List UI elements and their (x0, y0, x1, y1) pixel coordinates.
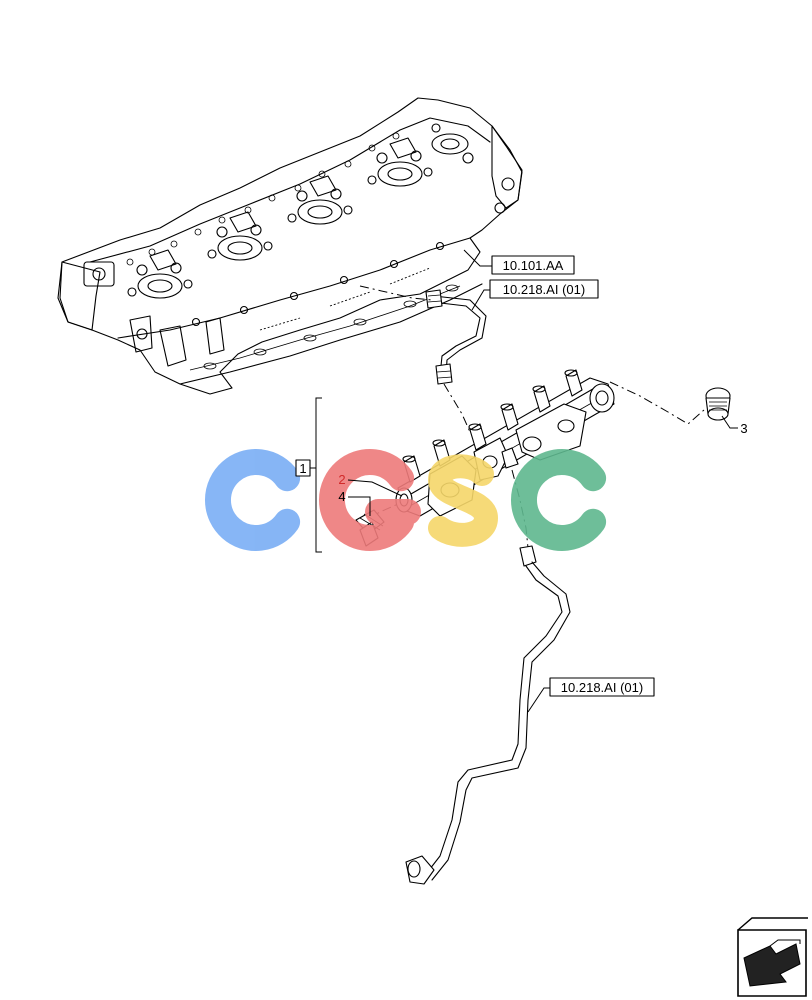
navigation-arrow-icon[interactable] (737, 917, 808, 997)
leader-ref-pipe-lower (527, 687, 550, 713)
leader-item-2 (347, 479, 403, 497)
ref-pipe-lower[interactable]: 10.218.AI (01) (549, 677, 655, 697)
callout-item-2: 2 (338, 472, 345, 487)
watermark-letter-c-blue (205, 449, 301, 551)
leader-ref-cylinder-head (463, 249, 492, 267)
ref-pipe-upper-label: 10.218.AI (01) (503, 282, 585, 297)
leader-ref-pipe-upper (471, 289, 490, 311)
fuel-rail (395, 369, 615, 517)
fuel-pipe-lower (405, 545, 571, 885)
callout-item-4: 4 (338, 489, 345, 504)
leader-item-4 (348, 496, 371, 516)
watermark (205, 449, 607, 551)
centerline-rail-to-plug (609, 381, 705, 425)
watermark-letter-g-red (319, 449, 421, 551)
cylinder-head (57, 97, 523, 395)
ref-pipe-lower-label: 10.218.AI (01) (561, 680, 643, 695)
leader-item-3 (721, 415, 738, 429)
ref-pipe-lower-box[interactable] (549, 677, 655, 697)
ref-cylinder-head-label: 10.101.AA (503, 258, 564, 273)
watermark-letter-c-green (511, 449, 607, 551)
rail-plug (705, 387, 731, 421)
assembly-bracket (315, 397, 322, 553)
ref-cylinder-head[interactable]: 10.101.AA (491, 255, 575, 275)
ref-cylinder-head-box[interactable] (491, 255, 575, 275)
callout-item-3: 3 (740, 421, 747, 436)
ref-pipe-upper-box[interactable] (489, 279, 599, 299)
centerline-pipe-to-rail (443, 383, 471, 433)
ref-pipe-upper[interactable]: 10.218.AI (01) (489, 279, 599, 299)
assembly-callout-box (295, 459, 311, 477)
fuel-pipe-upper (425, 289, 487, 385)
watermark-letter-s-yellow (427, 454, 499, 547)
callout-assembly: 1 (299, 461, 306, 476)
